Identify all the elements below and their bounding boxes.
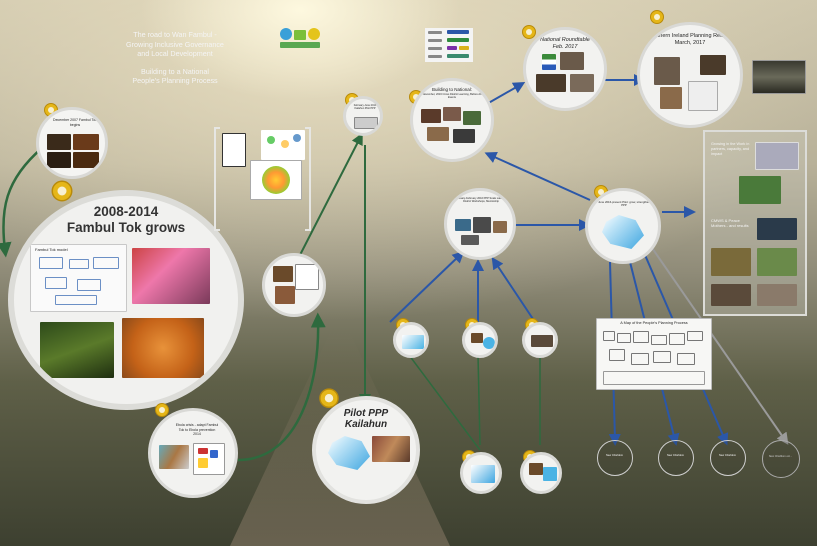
fambul-tok-diagram: Fambul Tok model: [30, 244, 127, 312]
node-pilot-photos[interactable]: [262, 253, 326, 317]
pin-icon: [51, 180, 73, 208]
ppp-map-diagram: A Map of the People's Planning Process: [596, 318, 712, 390]
node-new-chiefdom-2-label: New Chiefdom: [666, 454, 684, 457]
node-bottom-2[interactable]: [520, 452, 562, 494]
node-pilot-ppp-kailahun[interactable]: Pilot PPP Kailahun: [312, 396, 420, 504]
node-june-2016[interactable]: June 2016-present Pilot: grow, strengthe…: [585, 188, 661, 264]
node-fambul-tok-grows[interactable]: 2008-2014 Fambul Tok grows Fambul Tok mo…: [8, 190, 244, 410]
photo-community-gathering: [132, 248, 210, 304]
pilot-ppp-heading: Pilot PPP Kailahun: [316, 408, 416, 430]
fambul-tok-diagram-label: Fambul Tok model: [35, 247, 68, 252]
node-ebola[interactable]: Ebola crisis - adapt Fambul Tok to Ebola…: [148, 408, 238, 498]
photo-ni-landscape: [752, 60, 806, 94]
node-bottom-1[interactable]: [460, 452, 502, 494]
results-panel-growing-label: Growing in the Work in partners, capacit…: [711, 142, 750, 156]
node-ni-retreat[interactable]: Northern Ireland Planning Retreat March,…: [637, 22, 743, 128]
pilot-ppp-heading-line-2: Kailahun: [344, 419, 388, 430]
pin-icon: [155, 403, 169, 421]
fambul-tok-heading-line-2: Fambul Tok grows: [66, 220, 186, 235]
node-december-2007-label: December 2007 Fambul Tok begins: [53, 118, 97, 127]
node-mid-2[interactable]: [462, 322, 498, 358]
legend-icon: [425, 28, 473, 62]
node-new-chiefdom-2[interactable]: New Chiefdom: [658, 440, 694, 476]
national-roundtable-title: National Roundtable: [540, 37, 590, 43]
node-new-chiefdom-etc-label: New Chiefdom etc...: [768, 455, 793, 458]
ni-retreat-heading: Northern Ireland Planning Retreat March,…: [646, 33, 734, 47]
title-line-5: People's Planning Process: [132, 76, 218, 85]
bracket-right: [305, 127, 311, 231]
circle-diagram: [250, 160, 302, 200]
ebola-poster: [193, 443, 225, 475]
node-jan-feb-2016[interactable]: January-February 2016 PPP Scale Launch, …: [444, 188, 516, 260]
ni-retreat-date: March, 2017: [674, 40, 706, 46]
presentation-title: The road to Wan Fambul - Growing Inclusi…: [100, 30, 250, 86]
title-line-1: The road to Wan Fambul -: [133, 30, 217, 39]
fambul-tok-heading-line-1: 2008-2014: [93, 204, 159, 219]
logo-icon: [280, 28, 322, 52]
pilot-ppp-heading-line-1: Pilot PPP: [343, 408, 389, 419]
node-june-2016-label: June 2016-present Pilot: grow, strengthe…: [598, 200, 650, 208]
map-sierra-leone-orange: [122, 318, 204, 378]
title-line-4: Building to a National: [141, 66, 209, 76]
node-mid-1[interactable]: [393, 322, 429, 358]
sierra-leone-flag: [542, 54, 556, 70]
node-ebola-label: Ebola crisis - adapt Fambul Tok to Ebola…: [175, 423, 219, 436]
pin-icon: [522, 25, 536, 43]
fambul-tok-heading: 2008-2014 Fambul Tok grows: [14, 204, 238, 236]
national-roundtable-heading: National Roundtable Feb. 2017: [532, 37, 598, 51]
map-kailahun: [328, 436, 370, 470]
photo-kailahun-meeting: [372, 436, 410, 462]
node-small-top[interactable]: February-June 2015 Kailahun Pilot PPP: [343, 96, 383, 136]
network-diagram: [261, 130, 305, 160]
node-jan-feb-label: January-February 2016 PPP Scale Launch, …: [456, 197, 506, 204]
node-national-roundtable[interactable]: National Roundtable Feb. 2017: [523, 27, 607, 111]
national-roundtable-date: Feb. 2017: [552, 44, 578, 50]
node-new-chiefdom-1[interactable]: New Chiefdom: [597, 440, 633, 476]
node-december-2007[interactable]: December 2007 Fambul Tok begins: [36, 107, 108, 179]
photo-ebola-outreach: [159, 445, 189, 469]
node-new-chiefdom-1-label: New Chiefdom: [605, 454, 623, 457]
node-building-national-label: Building to National:: [431, 87, 473, 92]
node-mid-3[interactable]: [522, 322, 558, 358]
node-new-chiefdom-3[interactable]: New Chiefdom: [710, 440, 746, 476]
node-small-top-label: February-June 2015 Kailahun Pilot PPP: [353, 104, 377, 110]
ppp-map-title: A Map of the People's Planning Process: [620, 321, 688, 325]
node-building-national-subtitle: November, 2016 Cross District Learning, …: [422, 93, 482, 99]
node-new-chiefdom-3-label: New Chiefdom: [718, 454, 736, 457]
node-new-chiefdom-etc[interactable]: New Chiefdom etc...: [762, 440, 800, 478]
pin-icon: [650, 10, 664, 28]
bracket-left: [214, 127, 220, 231]
node-building-national[interactable]: Building to National: November, 2016 Cro…: [410, 78, 494, 162]
title-line-3: and Local Development: [137, 49, 213, 58]
title-line-2: Growing Inclusive Governance: [126, 39, 224, 49]
map-sierra-leone-blue: [602, 215, 644, 249]
pin-icon: [319, 388, 339, 413]
results-panel: Growing in the Work in partners, capacit…: [703, 130, 807, 316]
flipchart-drawing: [222, 133, 246, 167]
ni-retreat-title: Northern Ireland Planning Retreat: [648, 33, 732, 39]
results-panel-cmws-label: CMWS & Peace Mothers - and results: [711, 218, 749, 228]
photo-forest-bonfire: [40, 322, 114, 378]
